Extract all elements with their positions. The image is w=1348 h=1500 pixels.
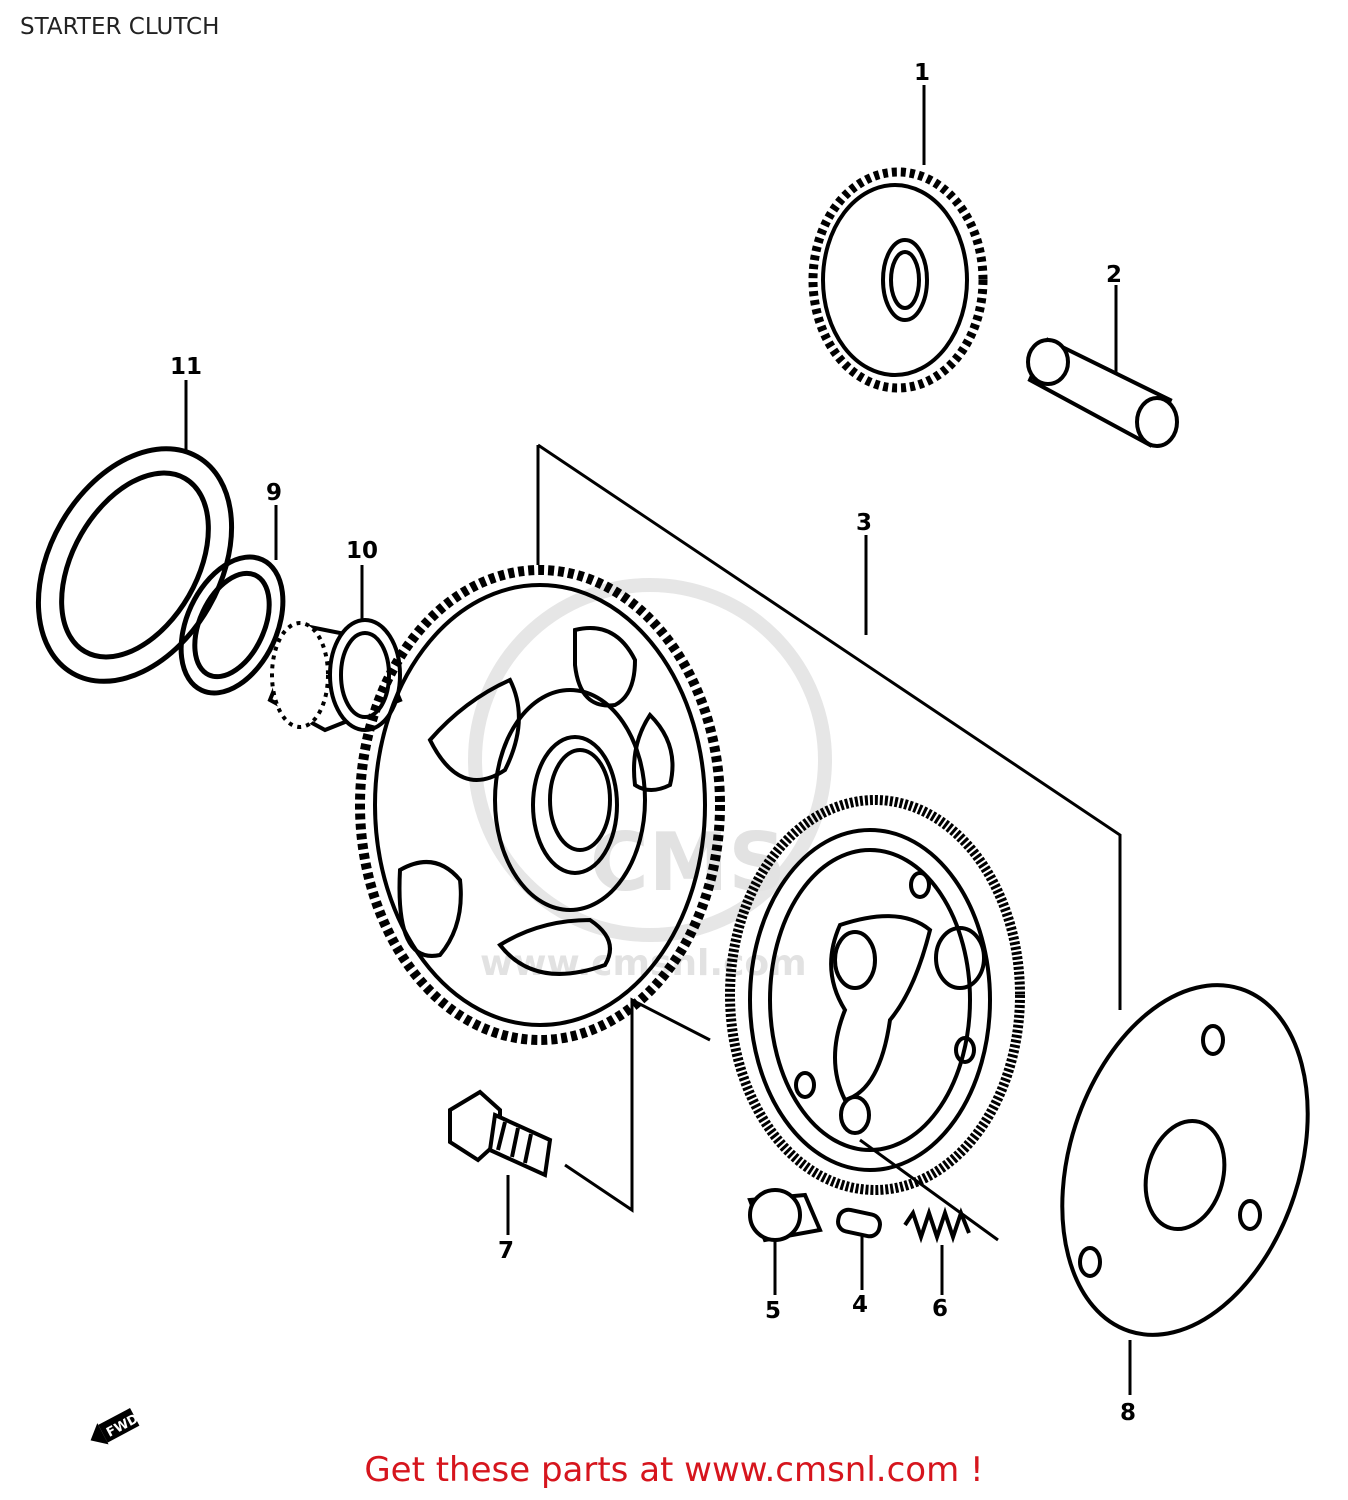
callout-5: 5 bbox=[765, 1298, 781, 1324]
callout-7: 7 bbox=[498, 1238, 514, 1264]
callout-1: 1 bbox=[914, 60, 930, 86]
exploded-parts-diagram: CMS www.cmsnl.com bbox=[35, 60, 1310, 1445]
part-2-shaft bbox=[1026, 337, 1179, 448]
part-9-washer bbox=[178, 554, 286, 696]
part-6-spring bbox=[903, 1206, 971, 1244]
leader-line-sprocket-set bbox=[859, 1138, 999, 1242]
front-direction-indicator: FWD bbox=[90, 1408, 141, 1445]
callout-10: 10 bbox=[346, 538, 378, 564]
callout-6: 6 bbox=[932, 1296, 948, 1322]
part-3-starter-gear bbox=[355, 565, 725, 1045]
part-5-roller bbox=[747, 1188, 823, 1243]
one-way-clutch-body bbox=[725, 795, 1025, 1195]
callout-3: 3 bbox=[856, 510, 872, 536]
part-1-idler-gear bbox=[808, 167, 988, 393]
callout-11: 11 bbox=[170, 354, 202, 380]
footer-link[interactable]: Get these parts at www.cmsnl.com ! bbox=[364, 1450, 984, 1490]
callout-2: 2 bbox=[1106, 262, 1122, 288]
callout-8: 8 bbox=[1120, 1400, 1136, 1426]
watermark-logo-text: CMS bbox=[590, 816, 786, 909]
callout-4: 4 bbox=[852, 1292, 868, 1318]
leader-line-7b bbox=[564, 997, 711, 1213]
part-7-bolt bbox=[448, 1089, 553, 1178]
part-4-pin bbox=[836, 1207, 882, 1239]
cmsnl-watermark: CMS www.cmsnl.com bbox=[468, 578, 832, 984]
page-title: STARTER CLUTCH bbox=[20, 14, 220, 40]
part-8-plate bbox=[1060, 983, 1310, 1337]
part-11-seal-ring bbox=[35, 446, 235, 684]
leader-lines bbox=[184, 85, 1132, 1395]
leader-line-3b bbox=[537, 443, 1122, 1010]
callout-numbers: 1 2 3 4 5 6 7 8 9 10 11 bbox=[170, 60, 1136, 1426]
callout-9: 9 bbox=[266, 480, 282, 506]
part-10-needle-bearing bbox=[267, 618, 403, 733]
